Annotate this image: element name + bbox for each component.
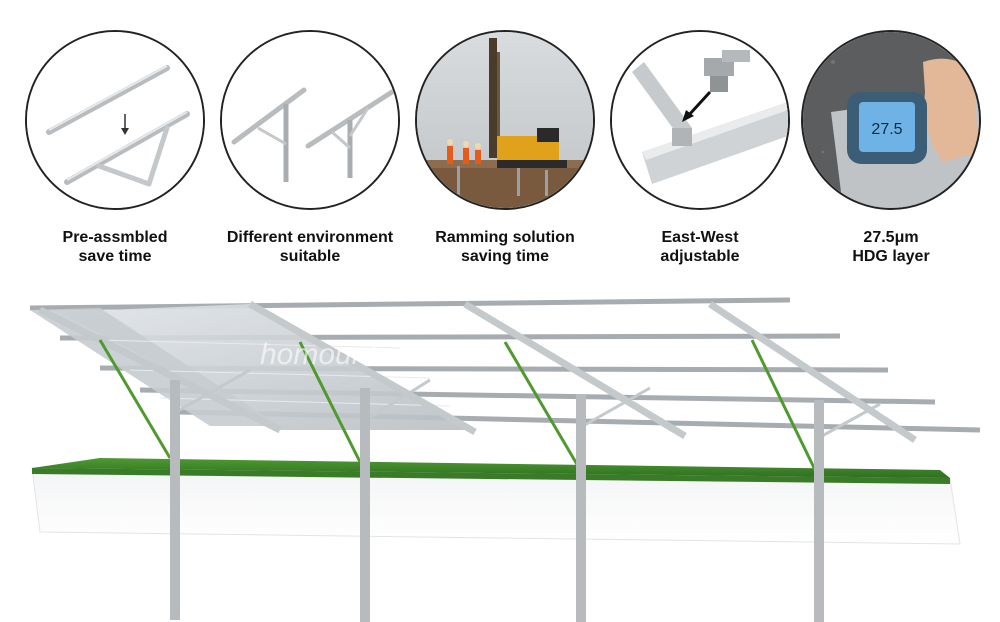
feature-row: Pre-assmbled save time Different environ…: [0, 0, 1000, 280]
caption-line-1: East-West: [661, 229, 739, 246]
feature-caption: East-West adjustable: [605, 228, 795, 266]
caption-line-2: suitable: [279, 248, 341, 265]
feature-hdg: 27.5 27.5μm HDG layer: [796, 30, 986, 266]
caption-line-1: Ramming solution: [435, 229, 575, 246]
feature-caption: Pre-assmbled save time: [20, 228, 210, 266]
caption-line-2: save time: [78, 248, 152, 265]
feature-east-west: East-West adjustable: [605, 30, 795, 266]
feature-ramming: Ramming solution saving time: [410, 30, 600, 266]
rafters: [38, 300, 917, 443]
solar-ground-mount-render: homount: [0, 280, 1000, 622]
grass-surface: [32, 458, 950, 478]
caption-line-2: saving time: [460, 248, 550, 265]
ramming-photo: [415, 30, 595, 210]
feature-environment: Different environment suitable: [215, 30, 405, 266]
feature-caption: Ramming solution saving time: [410, 228, 600, 266]
east-west-illustration: [610, 30, 790, 210]
caption-line-2: HDG layer: [852, 248, 930, 265]
caption-line-2: adjustable: [660, 248, 740, 265]
caption-line-1: 27.5μm: [863, 229, 919, 246]
environment-illustration: [220, 30, 400, 210]
ground-posts: [170, 380, 824, 622]
diagonal-braces: [98, 339, 881, 477]
feature-caption: Different environment suitable: [215, 228, 405, 266]
gauge-reading: 27.5: [871, 121, 902, 138]
feature-pre-assembled: Pre-assmbled save time: [20, 30, 210, 266]
pre-assembled-illustration: [25, 30, 205, 210]
soil-block: [31, 467, 961, 545]
watermark: homount: [260, 338, 378, 371]
hdg-gauge-photo: 27.5: [801, 30, 981, 210]
feature-caption: 27.5μm HDG layer: [796, 228, 986, 266]
caption-line-1: Different environment: [226, 229, 394, 246]
caption-line-1: Pre-assmbled: [62, 229, 168, 246]
